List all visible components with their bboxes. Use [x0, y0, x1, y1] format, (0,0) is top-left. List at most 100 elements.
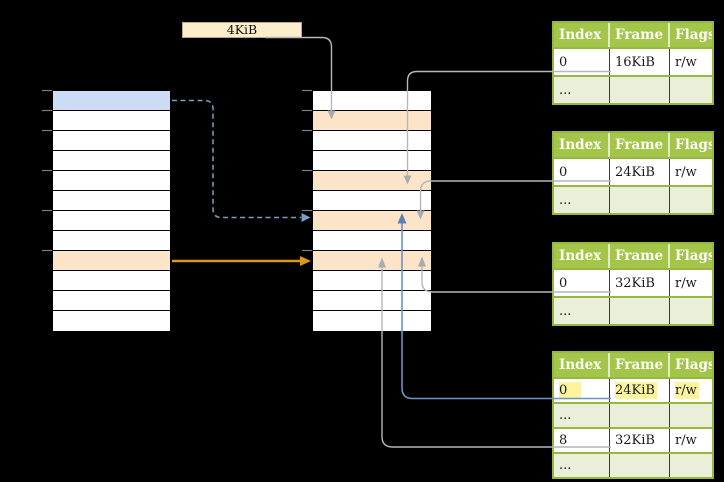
cell-text: r/w — [675, 164, 697, 180]
page-table-entry — [313, 191, 431, 211]
frame-table-cell — [670, 298, 712, 324]
frame-table-cell: r/w — [670, 270, 712, 296]
cell-text: 0 — [559, 275, 568, 291]
frame-table-header-cell: Index — [554, 353, 610, 377]
page-table-entry — [313, 131, 431, 151]
highlighted-cell-text: 24KiB — [615, 382, 657, 399]
page-table-entry — [313, 291, 431, 311]
page-table-entry — [313, 211, 431, 231]
cell-text: r/w — [675, 275, 697, 291]
highlighted-cell-text: 0 — [559, 382, 581, 399]
frame-table-header-cell: Frame — [610, 244, 670, 268]
frame-table-header-cell: Index — [554, 133, 610, 157]
frame-table-header-cell: Index — [554, 23, 610, 47]
frame-table-header-cell: Frame — [610, 133, 670, 157]
frame-table-cell — [610, 77, 670, 103]
frame-table-cell — [610, 404, 670, 427]
level2-tick-marks — [302, 89, 312, 252]
frame-table-cell: ... — [554, 77, 610, 103]
cell-text: 32KiB — [615, 433, 655, 448]
cell-text: ... — [559, 82, 572, 98]
page-table-entry — [313, 251, 431, 271]
page-table-entry — [53, 191, 170, 211]
frame-table-cell: 16KiB — [610, 49, 670, 75]
frame-table-cell: 0 — [554, 159, 610, 185]
frame-table-header-cell: Flags — [675, 357, 712, 373]
frame-table-cell: 0 — [554, 379, 610, 402]
page-table-entry — [53, 111, 170, 131]
cell-text: 24KiB — [615, 164, 655, 180]
page-table-entry — [53, 291, 170, 311]
cell-text: 16KiB — [615, 54, 655, 70]
page-table-entry — [313, 151, 431, 171]
frame-table-cell: 24KiB — [610, 159, 670, 185]
page-table-entry — [53, 171, 170, 191]
frame-table-header-cell: Index — [554, 244, 610, 268]
frame-table-row: 0 32KiB r/w — [554, 268, 712, 296]
frame-table-cell — [670, 77, 712, 103]
page-table-entry — [313, 171, 431, 191]
frame-table-cell: 24KiB — [610, 379, 670, 402]
frame-table-cell: ... — [554, 454, 610, 477]
cell-text: r/w — [675, 433, 697, 448]
arrow-l1-entry8-to-l2-entry8 — [172, 256, 311, 266]
frame-table-cell: r/w — [670, 49, 712, 75]
frame-table-cell: 8 — [554, 429, 610, 452]
page-table-entry — [313, 311, 431, 331]
page-table-entry — [53, 231, 170, 251]
page-table-entry — [313, 111, 431, 131]
frame-table-row: 0 24KiB r/w — [554, 377, 712, 402]
cell-text: r/w — [675, 54, 697, 70]
frame-table-cell — [610, 187, 670, 213]
frame-table-cell: 32KiB — [610, 429, 670, 452]
frame-table-row: ... — [554, 185, 712, 213]
page-table-entry — [53, 251, 170, 271]
frame-table-row: ... — [554, 402, 712, 427]
frame-table-cell — [670, 454, 712, 477]
cell-text: 32KiB — [615, 275, 655, 291]
frame-table-cell: 32KiB — [610, 270, 670, 296]
frame-table-row: 0 16KiB r/w — [554, 47, 712, 75]
frame-table-row: ... — [554, 452, 712, 477]
frame-table-cell — [670, 187, 712, 213]
page-table-entry — [313, 231, 431, 251]
frame-table-cell — [610, 454, 670, 477]
cell-text: ... — [559, 303, 572, 319]
frame-table-cell: r/w — [670, 379, 712, 402]
frame-table-header-cell: Frame — [610, 353, 670, 377]
page-table-entry — [53, 151, 170, 171]
page-table-entry — [313, 271, 431, 291]
cell-text: 0 — [559, 164, 568, 180]
frame-table-cell — [670, 404, 712, 427]
frame-table-cell: 0 — [554, 270, 610, 296]
page-table-entry — [53, 211, 170, 231]
frame-table-header-cell: Frame — [610, 23, 670, 47]
frame-table-cell: 0 — [554, 49, 610, 75]
level-2-page-table — [312, 90, 432, 332]
frame-table-row: ... — [554, 296, 712, 324]
level-1-page-table — [52, 90, 171, 332]
cell-text: ... — [559, 192, 572, 208]
cell-text: 0 — [559, 54, 568, 70]
frame-table-cell: ... — [554, 187, 610, 213]
frame-table-row: ... — [554, 75, 712, 103]
page-table-entry — [313, 91, 431, 111]
arrow-l1-entry0-to-l2-entry6 — [172, 99, 311, 222]
page-size-label: 4KiB — [182, 22, 302, 38]
frame-table-cell: ... — [554, 298, 610, 324]
page-table-entry — [53, 91, 170, 111]
page-table-entry — [53, 311, 170, 331]
arrowhead-right-icon — [301, 213, 311, 222]
frame-table-cell: r/w — [670, 159, 712, 185]
highlighted-cell-text: r/w — [675, 382, 699, 399]
frame-table-cell — [610, 298, 670, 324]
frame-table-row: 8 32KiB r/w — [554, 427, 712, 452]
cell-text: 8 — [559, 433, 568, 448]
page-table-entry — [53, 131, 170, 151]
